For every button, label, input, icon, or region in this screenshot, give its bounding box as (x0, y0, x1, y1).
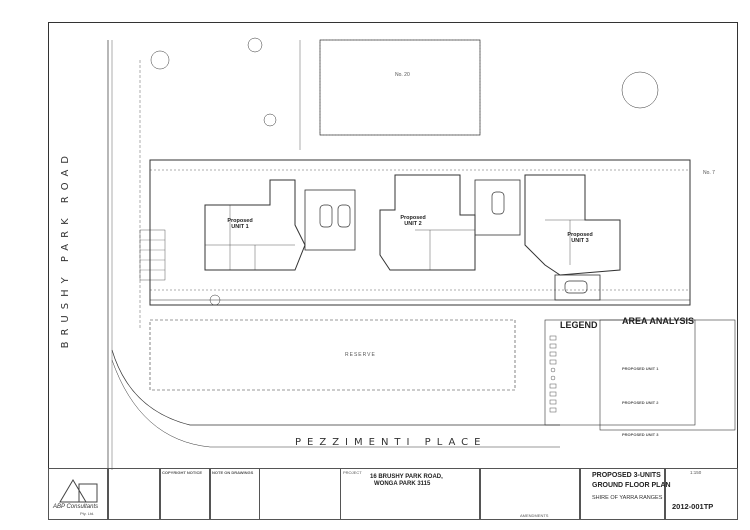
drawing-title-line2: GROUND FLOOR PLAN (592, 482, 671, 489)
amendments-box (480, 468, 580, 520)
amendments-label: AMENDMENTS (520, 513, 549, 518)
project-address-line1: 16 BRUSHY PARK ROAD, (370, 474, 443, 480)
company-name: ABP Consultants (53, 504, 99, 510)
logo-box (48, 468, 108, 520)
legend-title: LEGEND (560, 320, 598, 330)
council-name: SHIRE OF YARRA RANGES (592, 495, 663, 501)
unit-1-outline (204, 179, 306, 271)
neighbour-north-label: No. 20 (395, 72, 410, 78)
area-section-unit-3: PROPOSED UNIT 3 (622, 432, 659, 437)
pezzimenti-place-label: PEZZIMENTI PLACE (295, 437, 487, 448)
logo-icon (59, 479, 98, 503)
reserve-label: RESERVE (345, 352, 376, 358)
area-section-unit-1: PROPOSED UNIT 1 (622, 366, 659, 371)
copyright-heading: COPYRIGHT NOTICE (162, 470, 203, 475)
unit-3-outline (524, 174, 621, 276)
company-suffix: Pty. Ltd. (80, 511, 95, 516)
project-heading: PROJECT (343, 470, 362, 475)
scale-value: 1:150 (690, 470, 702, 475)
site-boundary (149, 159, 691, 306)
pezzimenti-curve (111, 349, 560, 426)
unit-3-label: Proposed UNIT 3 (567, 232, 593, 244)
drawing-number: 2012-001TP (672, 502, 714, 511)
unit-1-label: Proposed UNIT 1 (227, 218, 253, 230)
note-heading: NOTE ON DRAWINGS (212, 470, 254, 475)
area-analysis-title: AREA ANALYSIS (622, 316, 695, 326)
unit-2-outline (379, 174, 476, 271)
drawing-title-line1: PROPOSED 3-UNITS (592, 472, 661, 479)
brushy-park-road-label: BRUSHY PARK ROAD (60, 150, 71, 349)
unit-2-label: Proposed UNIT 2 (400, 215, 426, 227)
project-address-line2: WONGA PARK 3115 (374, 481, 431, 487)
area-section-unit-2: PROPOSED UNIT 2 (622, 400, 659, 405)
neighbour-east-label: No. 7 (703, 170, 715, 176)
